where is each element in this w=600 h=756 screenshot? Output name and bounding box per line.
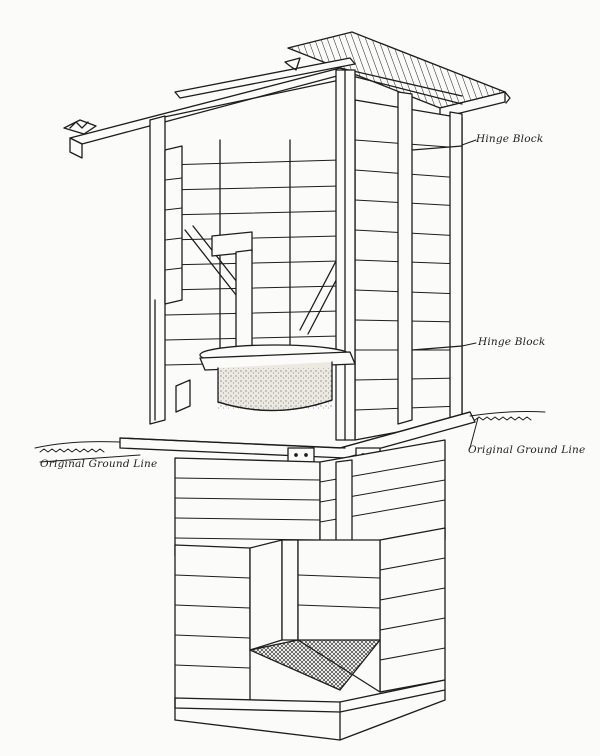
ground-line-label-right: Original Ground Line bbox=[468, 444, 586, 456]
roof bbox=[63, 31, 511, 159]
hinge-block-label-middle: Hinge Block bbox=[478, 336, 546, 348]
seat-riser bbox=[175, 231, 356, 413]
front-posts bbox=[149, 69, 356, 441]
hinge-block-label-top: Hinge Block bbox=[476, 133, 544, 145]
ground-line-label-left: Original Ground Line bbox=[40, 458, 158, 470]
ground-lines bbox=[34, 139, 546, 463]
right-side-wall bbox=[354, 91, 463, 441]
pit-cribbing bbox=[174, 439, 446, 741]
